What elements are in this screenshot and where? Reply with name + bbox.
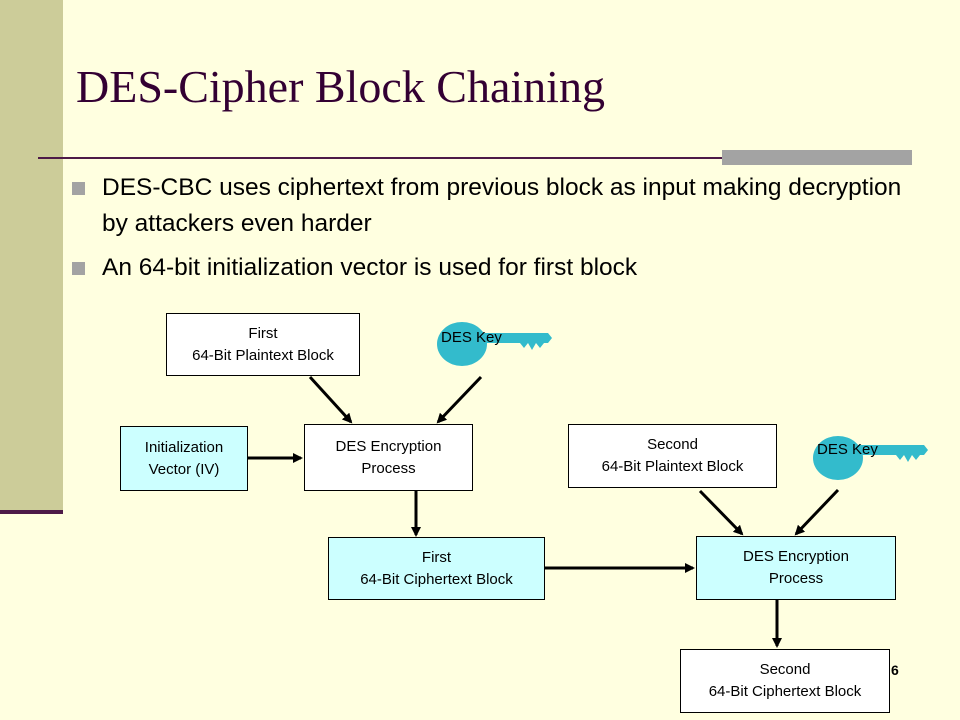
box-line: Process <box>768 570 824 587</box>
arrow-key2-to-encryption2 <box>794 488 840 536</box>
title-accent-bar <box>722 150 912 165</box>
box-line: First <box>248 324 278 342</box>
slide-number: 6 <box>891 662 899 678</box>
box-line: 64-Bit Ciphertext Block <box>708 683 862 700</box>
bullet-item: An 64-bit initialization vector is used … <box>72 250 912 286</box>
slide-title: DES-Cipher Block Chaining <box>76 61 605 112</box>
box-line: 64-Bit Ciphertext Block <box>360 570 513 588</box>
first-ciphertext-block: First 64-Bit Ciphertext Block <box>328 537 545 600</box>
box-line: 64-Bit Plaintext Block <box>601 458 744 475</box>
sidebar-divider <box>0 510 63 514</box>
box-line: Second <box>647 436 698 453</box>
key-icon <box>437 322 552 366</box>
second-plaintext-block: Second 64-Bit Plaintext Block <box>568 424 777 488</box>
box-line: DES Encryption <box>335 437 442 455</box>
key-icon <box>813 436 928 480</box>
des-encryption-process-2: DES Encryption Process <box>696 536 896 600</box>
arrow-plaintext2-to-encryption2 <box>698 489 744 536</box>
arrow-plaintext1-to-encryption1 <box>308 375 353 424</box>
initialization-vector-box: Initialization Vector (IV) <box>120 426 248 491</box>
second-ciphertext-block: Second 64-Bit Ciphertext Block <box>680 649 890 713</box>
bullet-text: DES-CBC uses ciphertext from previous bl… <box>102 174 902 237</box>
bullet-list: DES-CBC uses ciphertext from previous bl… <box>72 170 912 294</box>
box-line: Process <box>361 459 416 477</box>
box-line: First <box>421 548 452 566</box>
box-line: Initialization <box>144 438 224 456</box>
sidebar-band <box>0 0 63 510</box>
bullet-text: An 64-bit initialization vector is used … <box>102 254 638 281</box>
key-label: DES Key <box>817 441 878 458</box>
box-line: Second <box>759 661 811 678</box>
bullet-item: DES-CBC uses ciphertext from previous bl… <box>72 170 912 242</box>
arrow-key1-to-encryption1 <box>436 375 483 424</box>
first-plaintext-block: First 64-Bit Plaintext Block <box>166 313 360 376</box>
square-bullet-icon <box>72 182 85 195</box>
des-encryption-process-1: DES Encryption Process <box>304 424 473 491</box>
box-line: 64-Bit Plaintext Block <box>192 346 334 364</box>
key-label: DES Key <box>441 329 502 346</box>
box-line: DES Encryption <box>743 548 849 565</box>
box-line: Vector (IV) <box>148 460 220 478</box>
title-rule <box>38 157 910 159</box>
square-bullet-icon <box>72 262 85 275</box>
